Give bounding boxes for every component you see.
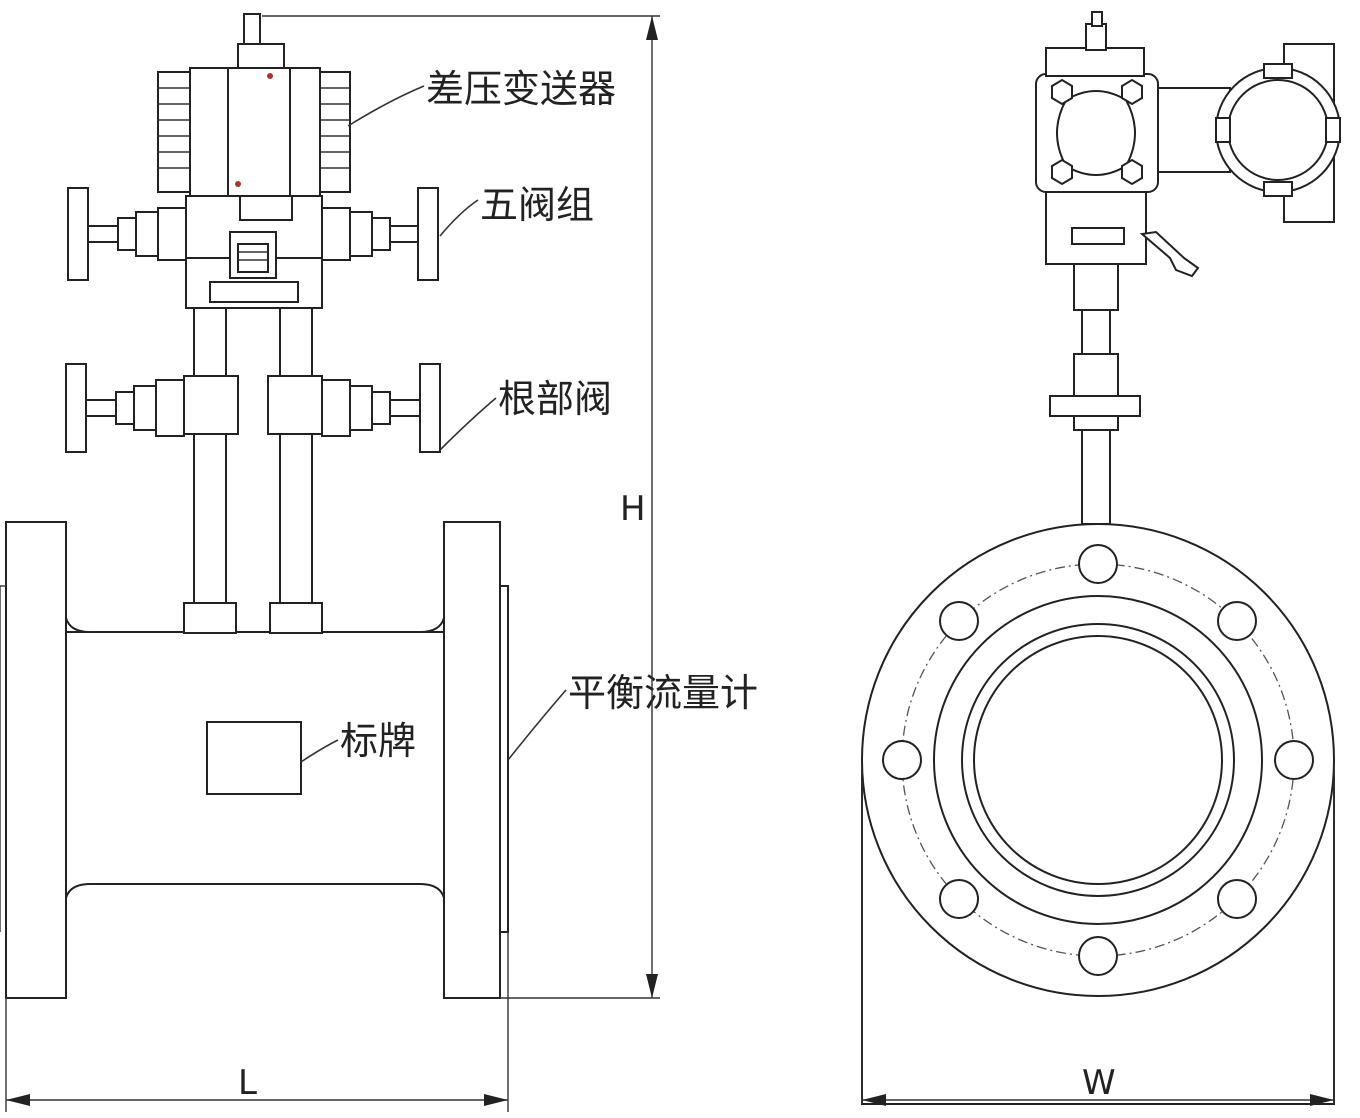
impulse-pipes	[183, 305, 323, 634]
label-root-valve: 根部阀	[498, 377, 612, 421]
label-five-valve: 五阀组	[480, 183, 594, 227]
nameplate	[206, 721, 302, 795]
dim-label-width: W	[1082, 1063, 1116, 1103]
dim-label-height: H	[620, 489, 646, 529]
side-manifold	[1045, 189, 1200, 278]
five-valve-manifold	[67, 187, 439, 309]
bolt-holes	[882, 544, 1314, 976]
leader-nameplate	[300, 739, 339, 763]
leader-transmitter	[347, 85, 425, 127]
right-flange	[443, 521, 509, 999]
side-flange	[861, 523, 1335, 1105]
root-valve-right	[267, 363, 441, 453]
label-transmitter: 差压变送器	[426, 67, 616, 111]
dim-label-length: L	[238, 1063, 257, 1103]
dp-transmitter	[157, 13, 351, 221]
side-view: W	[861, 11, 1341, 1106]
side-impulse-pipe	[1049, 263, 1141, 525]
leader-flowmeter	[507, 689, 567, 761]
front-view: 差压变送器 五阀组 根部阀 平衡流量计 标牌 H L	[0, 13, 758, 1112]
left-flange	[0, 521, 67, 999]
leader-root-valve	[439, 397, 497, 451]
width-dimension: W	[862, 1063, 1334, 1106]
label-flowmeter: 平衡流量计	[568, 671, 758, 715]
leader-five-valve	[439, 199, 479, 237]
side-transmitter	[1035, 11, 1341, 223]
label-nameplate: 标牌	[340, 719, 416, 763]
height-dimension: H	[262, 15, 660, 999]
root-valve-left	[65, 363, 239, 453]
length-dimension: L	[5, 932, 509, 1112]
